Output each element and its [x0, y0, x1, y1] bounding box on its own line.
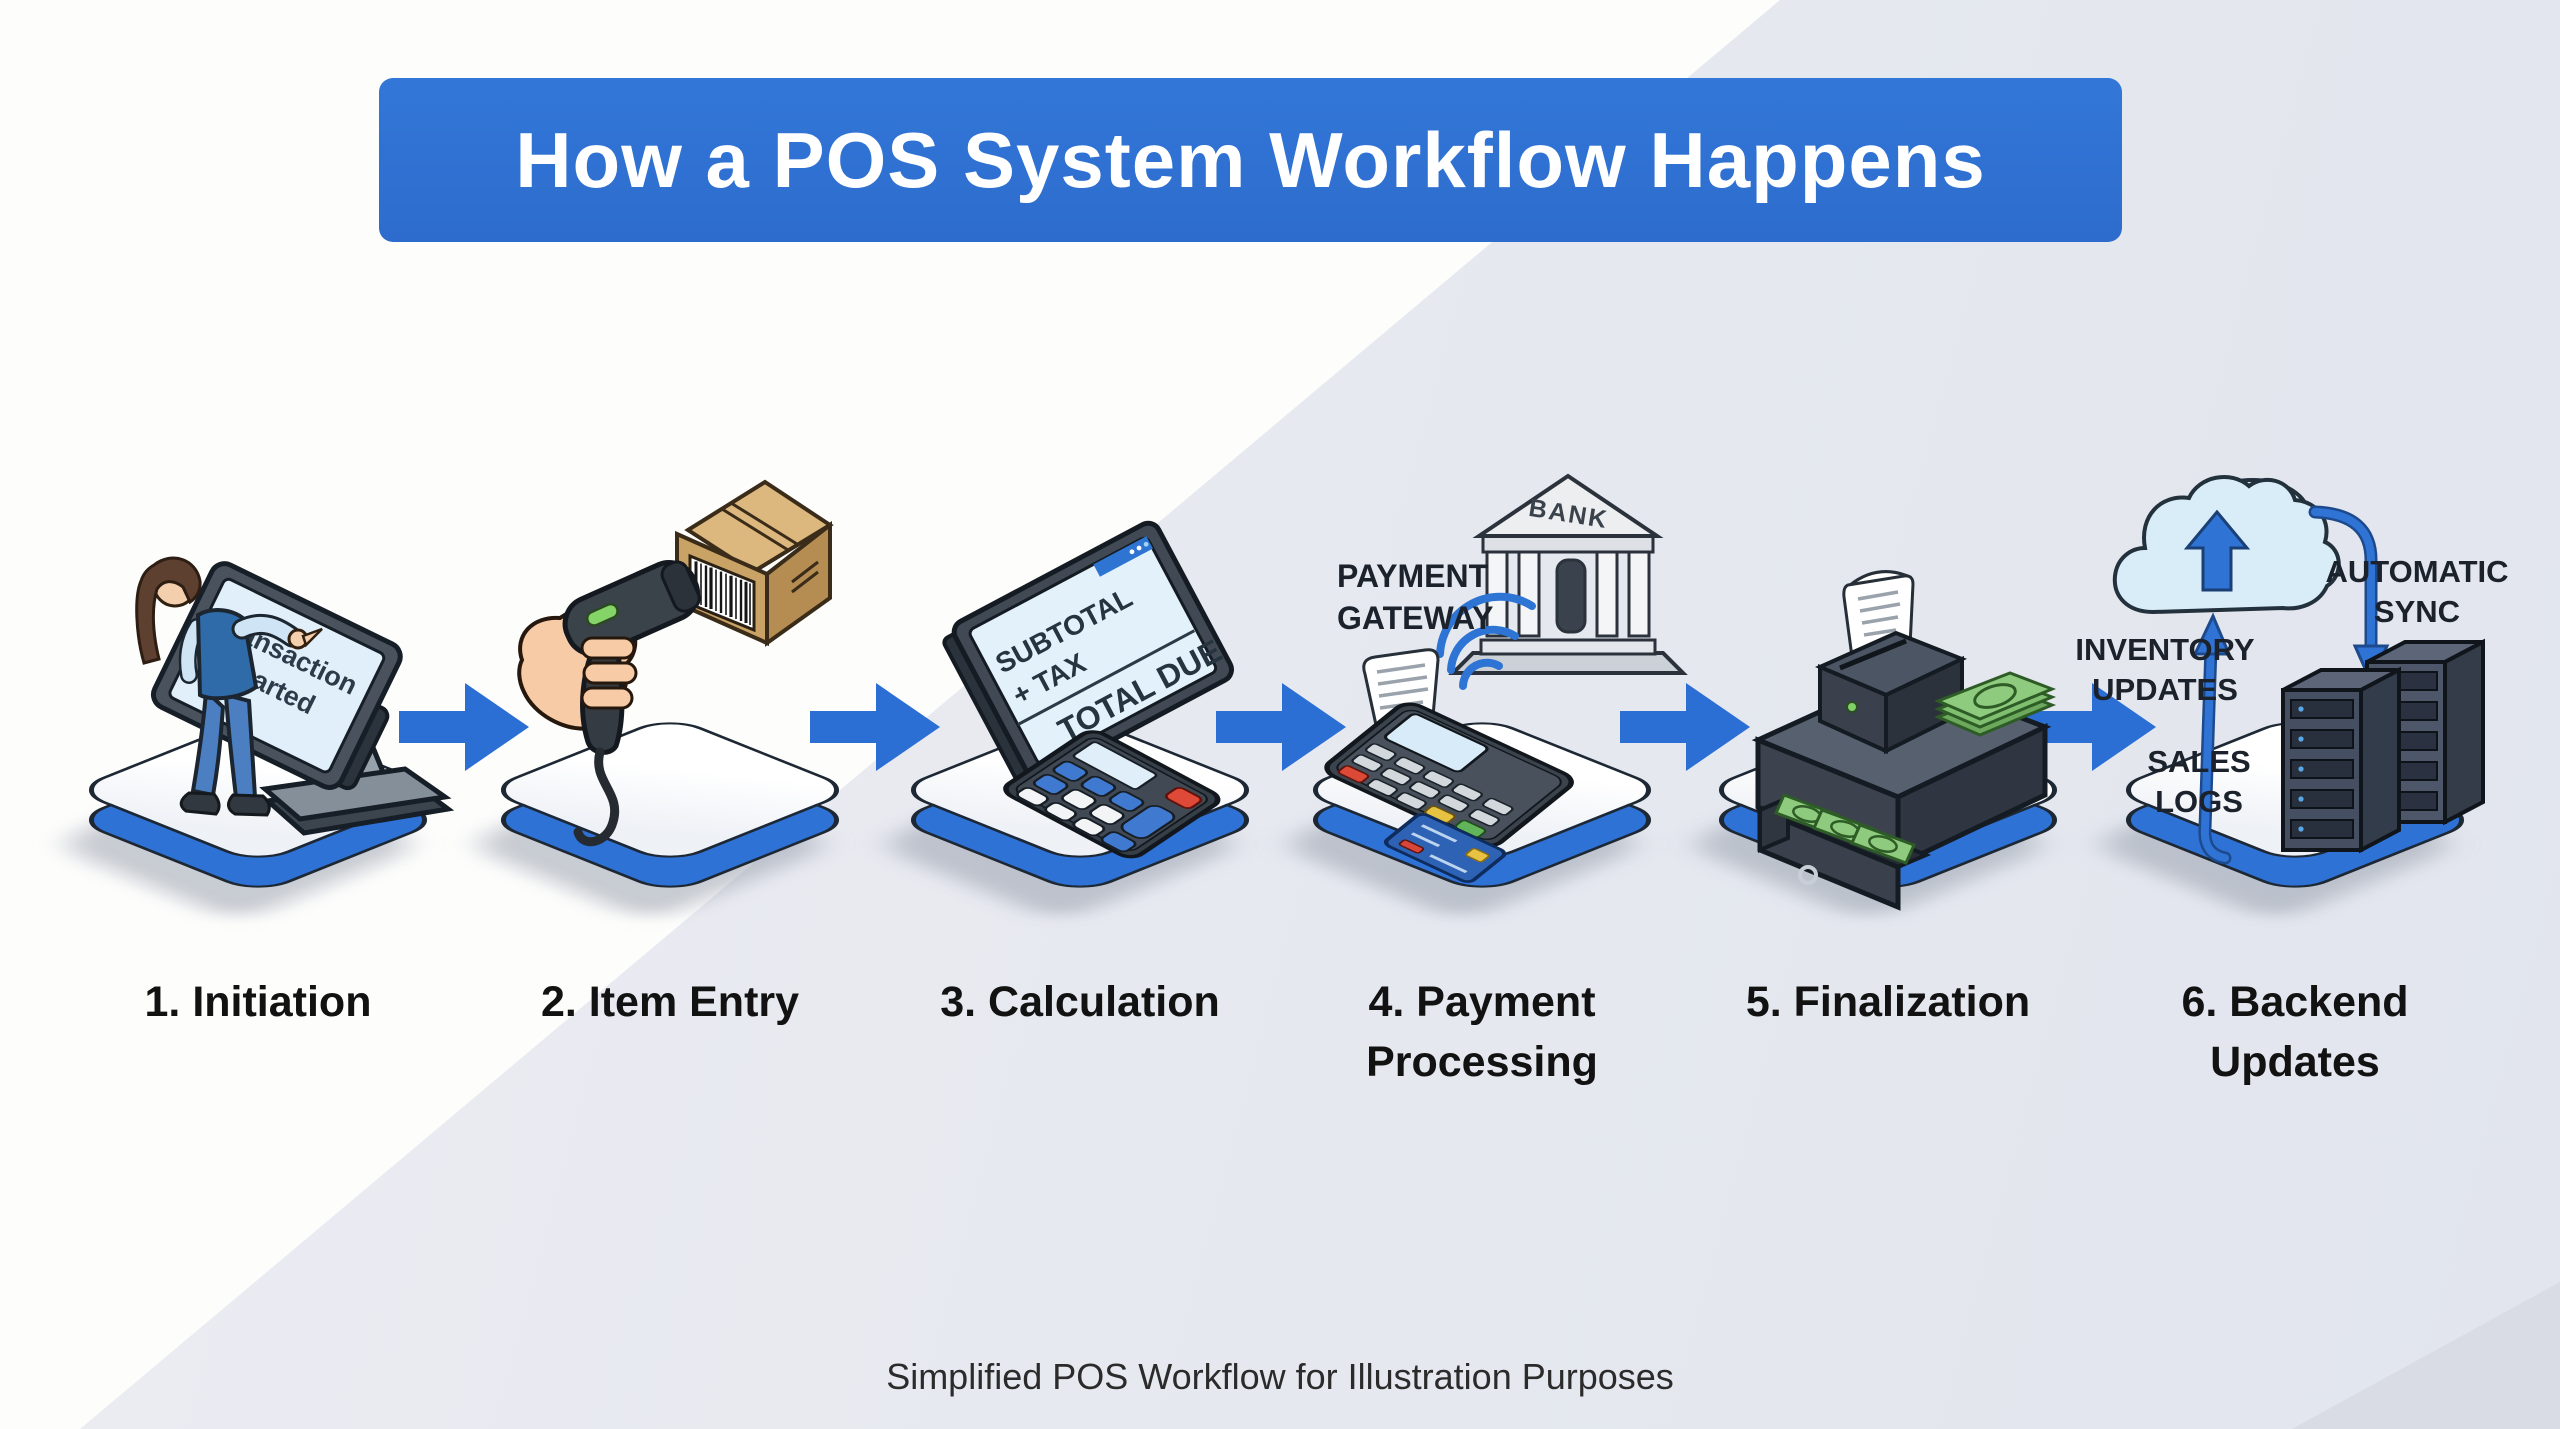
- bank-columns: [1485, 550, 1651, 638]
- calculator-icon: [1003, 730, 1221, 859]
- server-rack-icon: [2281, 666, 2401, 854]
- flow-arrow-icon: [810, 683, 940, 771]
- step-label-item-entry: 2. Item Entry: [540, 978, 800, 1026]
- cashier-person: [135, 556, 323, 817]
- flow-arrow-icon: [2026, 683, 2156, 771]
- cash-register-icon: [1751, 570, 2057, 911]
- drawer-cash: [1773, 793, 1917, 865]
- step-label-payment-processing: 4. Payment Processing: [1366, 978, 1598, 1087]
- step-label-initiation: 1. Initiation: [144, 978, 372, 1026]
- calculator-screen: [1072, 741, 1158, 790]
- terminal-red-key: [1337, 765, 1370, 783]
- terminal-screen: [1383, 713, 1489, 773]
- scanner-cable: [573, 747, 620, 847]
- cloud-upload-icon: [2112, 475, 2341, 615]
- sales-logs-label: SALES LOGS: [2147, 744, 2251, 820]
- cashier-monitor-icon: Transaction Started: [135, 556, 455, 836]
- scanner-body: [562, 560, 701, 847]
- sync-arrow-up: [2192, 612, 2232, 865]
- register-led: [1846, 701, 1858, 713]
- payment-terminal-icon: BANK: [1324, 473, 1688, 883]
- automatic-sync-label: AUTOMATIC SYNC: [2325, 554, 2509, 630]
- upload-arrow-icon: [2183, 509, 2251, 592]
- payment-gateway-label: PAYMENT GATEWAY: [1337, 558, 1494, 636]
- drawer-lock: [1798, 865, 1818, 885]
- footer-caption: Simplified POS Workflow for Illustration…: [886, 1356, 1674, 1397]
- contactless-icon: [1436, 592, 1536, 690]
- calculator-red-key: [1164, 787, 1203, 809]
- cash-drawer-icon: [1754, 793, 1932, 911]
- receipt-printer: [1814, 630, 1968, 755]
- terminal-keypad: [1351, 743, 1484, 813]
- page-title: How a POS System Workflow Happens: [515, 115, 1986, 204]
- flow-arrow-icon: [1620, 683, 1750, 771]
- barcode-scanner-icon: [517, 479, 834, 847]
- step-label-backend-updates: 6. Backend Updates: [2181, 978, 2409, 1087]
- step-label-calculation: 3. Calculation: [940, 978, 1220, 1026]
- title-banner: How a POS System Workflow Happens: [379, 78, 2122, 242]
- person-hair: [135, 556, 202, 665]
- credit-card-icon: [1383, 813, 1507, 883]
- backend-cloud-servers-icon: [2112, 475, 2485, 865]
- terminal-body: [1324, 702, 1574, 883]
- cash-stack: [1934, 671, 2057, 737]
- package-box-icon: [675, 479, 834, 647]
- inventory-updates-label: INVENTORY UPDATES: [2075, 632, 2255, 708]
- scanner-light: [585, 602, 619, 627]
- bank-icon: BANK: [1448, 473, 1688, 675]
- flow-arrow-icon: [399, 683, 529, 771]
- flow-arrow-icon: [1216, 683, 1346, 771]
- step-label-finalization: 5. Finalization: [1745, 978, 2031, 1026]
- pos-screen-icon: SUBTOTAL + TAX TOTAL DUE: [942, 520, 1234, 859]
- bank-door: [1555, 558, 1587, 634]
